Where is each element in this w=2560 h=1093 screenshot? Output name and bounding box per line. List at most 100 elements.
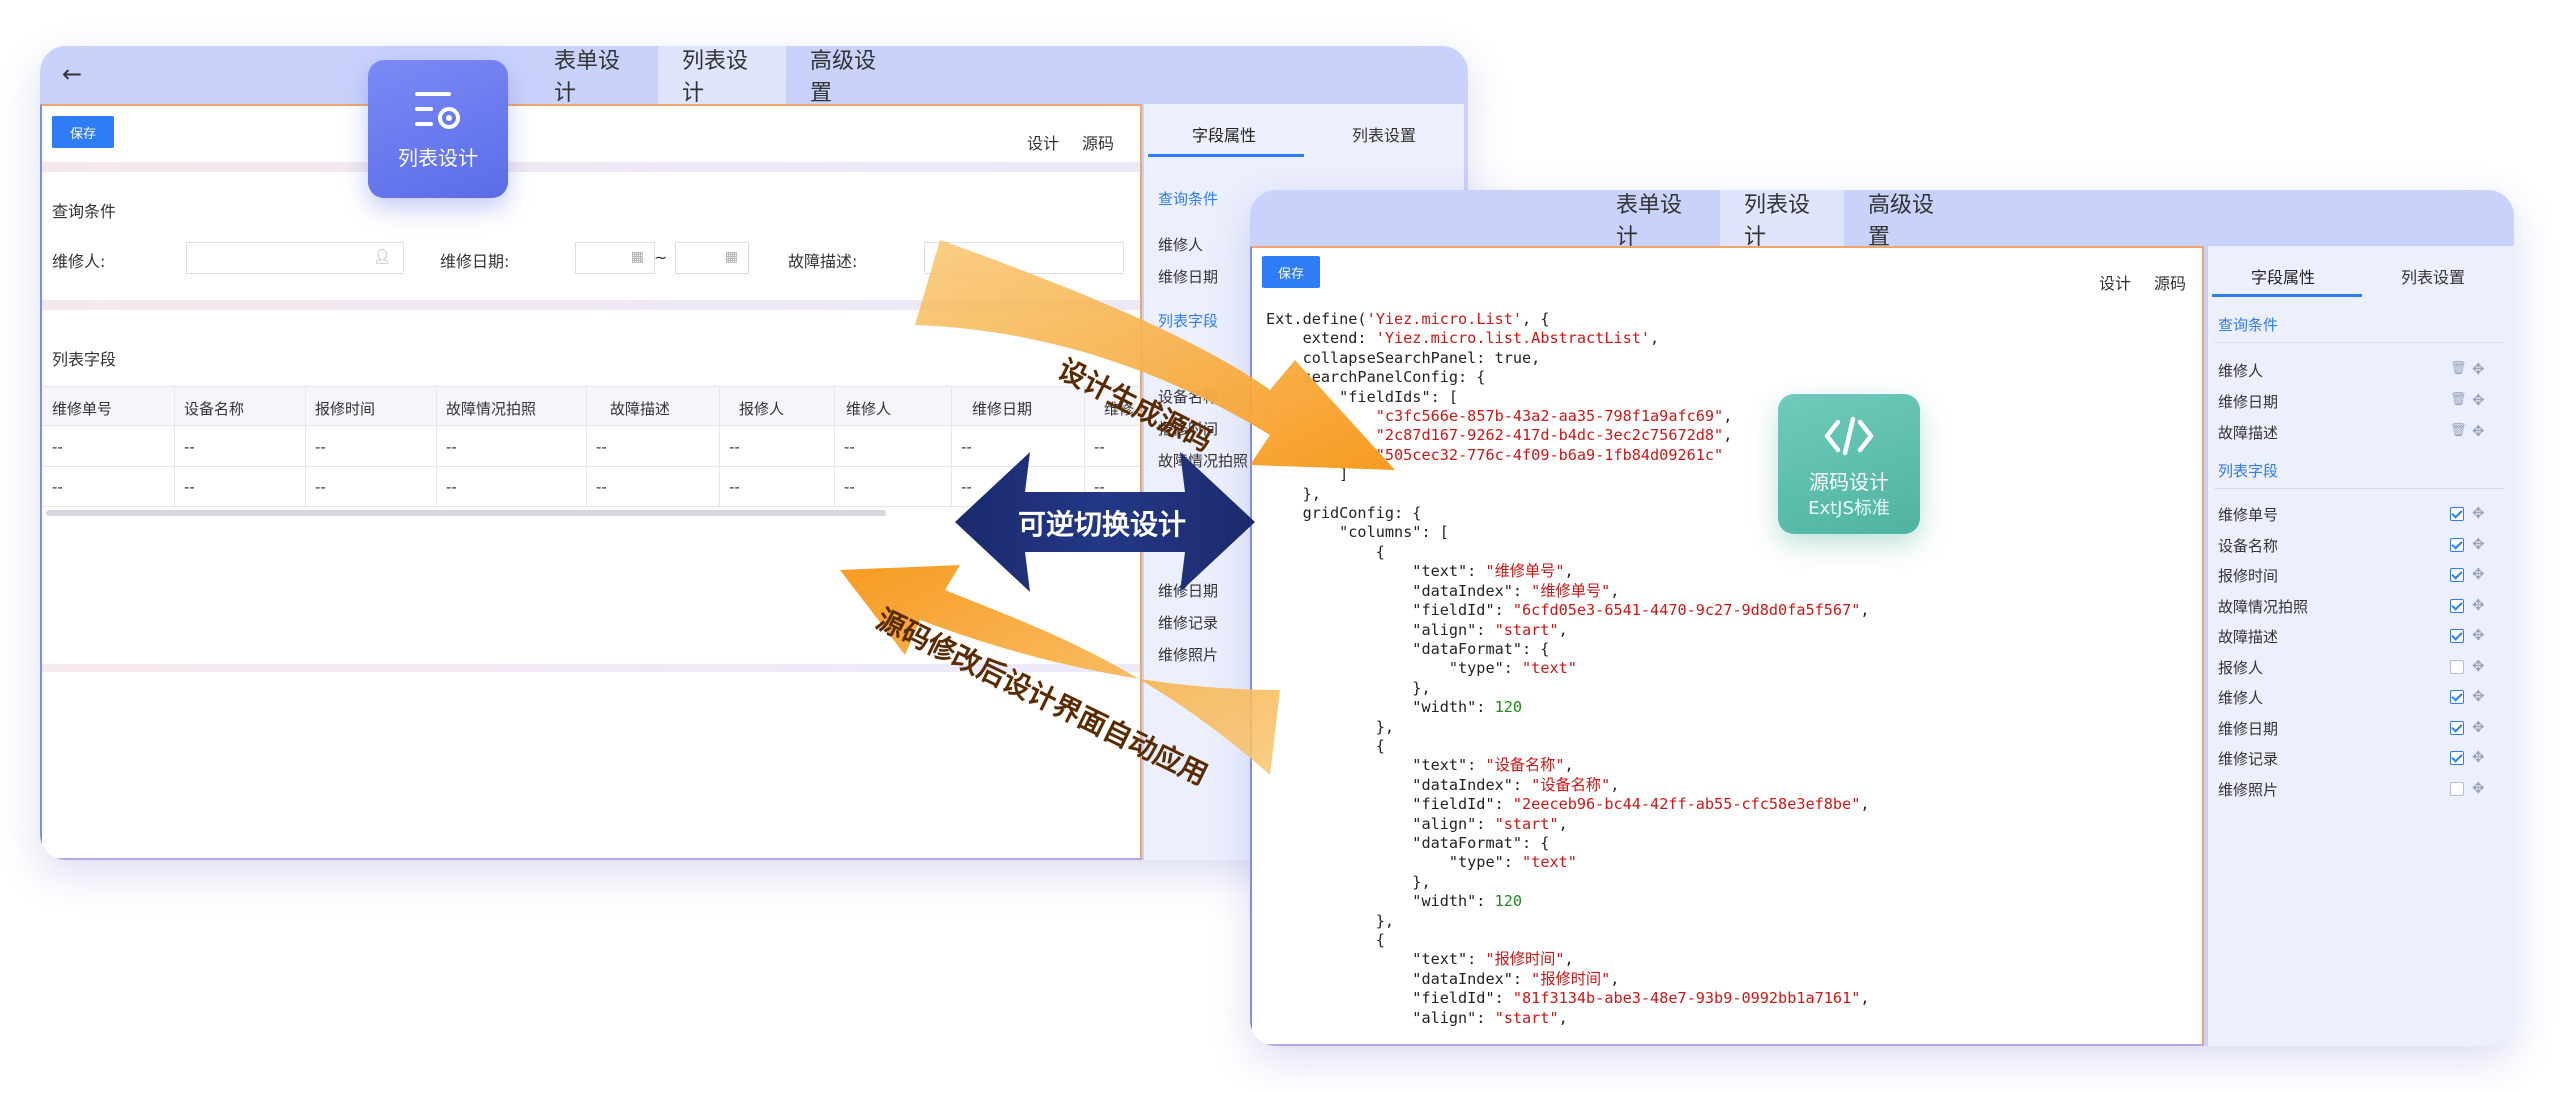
date-end-input[interactable]: ▦ — [675, 242, 749, 274]
tab-field-properties[interactable]: 字段属性 — [1191, 126, 1256, 145]
field-visible-checkbox[interactable] — [2450, 507, 2464, 521]
list-settings-icon — [415, 92, 460, 129]
sidebar-query-row[interactable]: 故障描述 🗑︎ ✥ — [2208, 422, 2508, 448]
sidebar-list-row[interactable]: 故障描述✥ — [2208, 626, 2508, 652]
sidebar-field-item: 故障描述 — [2218, 424, 2279, 442]
tab-form-design[interactable]: 表单设计 — [1616, 193, 1683, 250]
sidebar-list-row[interactable]: 维修人✥ — [2208, 687, 2508, 713]
column-divider — [436, 386, 437, 506]
column-header[interactable]: 故障描述 — [610, 400, 671, 418]
column-header[interactable]: 故障情况拍照 — [446, 400, 537, 418]
arrow-middle-label: 可逆切换设计 — [1018, 508, 1187, 541]
table-cell: -- — [596, 478, 607, 496]
field-visible-checkbox[interactable] — [2450, 568, 2464, 582]
design-mode-link[interactable]: 设计 — [2099, 274, 2132, 293]
drag-handle-icon[interactable]: ✥ — [2472, 565, 2485, 583]
sidebar-list-row[interactable]: 维修记录✥ — [2208, 748, 2508, 774]
sidebar-field-item: 维修日期 — [2218, 393, 2279, 411]
field-visible-checkbox[interactable] — [2450, 598, 2464, 613]
sidebar-list-row[interactable]: 维修照片✥ — [2208, 779, 2508, 805]
tab-field-properties[interactable]: 字段属性 — [2250, 268, 2315, 287]
field-visible-checkbox[interactable] — [2450, 629, 2464, 643]
sidebar-field-item[interactable]: 维修记录 — [1158, 614, 1219, 632]
tab-advanced-settings[interactable]: 高级设置 — [810, 49, 877, 106]
code-icon — [1824, 416, 1874, 456]
fault-desc-input[interactable] — [924, 242, 1124, 274]
sidebar-list-row[interactable]: 报修人 ✥ — [2208, 657, 2508, 683]
section-rule — [2214, 342, 2504, 343]
list-design-badge-label: 列表设计 — [398, 146, 478, 170]
trash-icon[interactable]: 🗑︎ — [2450, 392, 2467, 407]
sidebar-field-item: 故障情况拍照 — [2218, 597, 2309, 616]
section-divider — [42, 300, 1140, 310]
drag-handle-icon[interactable]: ✥ — [2472, 534, 2485, 553]
drag-handle-icon[interactable]: ✥ — [2472, 595, 2485, 614]
repair-date-label: 维修日期: — [440, 252, 510, 271]
drag-handle-icon[interactable]: ✥ — [2472, 391, 2485, 409]
column-header[interactable]: 维修人 — [846, 400, 892, 418]
sidebar-field-item[interactable]: 维修人 — [1158, 236, 1204, 254]
horizontal-scrollbar[interactable] — [46, 510, 886, 516]
column-divider — [305, 386, 306, 506]
column-header[interactable]: 报修人 — [739, 400, 785, 418]
sidebar-field-item[interactable]: 维修照片 — [1158, 646, 1219, 664]
design-mode-link[interactable]: 设计 — [1027, 134, 1060, 153]
sidebar-list-row[interactable]: 维修单号✥ — [2208, 504, 2508, 530]
table-cell: -- — [844, 478, 855, 496]
tab-advanced-settings[interactable]: 高级设置 — [1868, 193, 1935, 250]
column-header[interactable]: 维修日期 — [972, 400, 1033, 418]
drag-handle-icon[interactable]: ✥ — [2472, 504, 2485, 522]
repairer-input[interactable]: 👤︎ — [186, 242, 404, 274]
table-cell: -- — [52, 478, 63, 496]
drag-handle-icon[interactable]: ✥ — [2472, 687, 2485, 705]
tab-form-design[interactable]: 表单设计 — [554, 49, 621, 106]
sidebar-field-item: 维修人 — [2218, 362, 2264, 380]
field-visible-checkbox[interactable] — [2450, 781, 2464, 796]
sidebar-field-item[interactable]: 维修日期 — [1158, 268, 1219, 286]
row-divider — [42, 466, 1140, 467]
column-divider — [951, 386, 952, 506]
drag-handle-icon[interactable]: ✥ — [2472, 717, 2485, 736]
sidebar-field-item[interactable]: 维修日期 — [1158, 582, 1219, 600]
sidebar-list-row[interactable]: 报修时间✥ — [2208, 565, 2508, 591]
save-button[interactable]: 保存 — [1262, 256, 1320, 288]
column-header[interactable]: 报修时间 — [315, 400, 376, 418]
date-start-input[interactable]: ▦ — [575, 242, 655, 274]
table-cell: -- — [1094, 478, 1105, 496]
field-visible-checkbox[interactable] — [2450, 690, 2464, 704]
drag-handle-icon[interactable]: ✥ — [2472, 360, 2485, 378]
sidebar-query-row[interactable]: 维修日期 🗑︎ ✥ — [2208, 391, 2508, 417]
left-tab-bar: 表单设计 列表设计 高级设置 — [530, 46, 916, 106]
sidebar-query-title: 查询条件 — [1158, 190, 1219, 208]
row-divider — [42, 506, 1140, 507]
section-rule — [2214, 488, 2504, 489]
column-header[interactable]: 维修单号 — [52, 400, 113, 418]
drag-handle-icon[interactable]: ✥ — [2472, 626, 2485, 644]
column-divider — [719, 386, 720, 506]
drag-handle-icon[interactable]: ✥ — [2472, 748, 2485, 766]
save-button[interactable]: 保存 — [52, 116, 114, 148]
field-visible-checkbox[interactable] — [2450, 659, 2464, 674]
tab-list-settings[interactable]: 列表设置 — [2400, 268, 2465, 287]
sidebar-list-title: 列表字段 — [1158, 312, 1219, 330]
tab-list-design[interactable]: 列表设计 — [1720, 190, 1844, 250]
trash-icon[interactable]: 🗑︎ — [2450, 361, 2467, 376]
tab-list-design[interactable]: 列表设计 — [658, 46, 786, 106]
sidebar-list-row[interactable]: 设备名称✥ — [2208, 535, 2508, 561]
sidebar-query-row[interactable]: 维修人 🗑︎ ✥ — [2208, 360, 2508, 386]
sidebar-list-row[interactable]: 维修日期✥ — [2208, 718, 2508, 744]
back-icon[interactable]: ← — [62, 60, 83, 88]
drag-handle-icon[interactable]: ✥ — [2472, 778, 2485, 797]
sidebar-list-row[interactable]: 故障情况拍照 ✥ — [2208, 596, 2508, 622]
tab-list-settings[interactable]: 列表设置 — [1351, 126, 1416, 145]
field-visible-checkbox[interactable] — [2450, 751, 2464, 765]
sidebar-field-item: 报修人 — [2218, 658, 2264, 677]
source-mode-link[interactable]: 源码 — [1082, 134, 1115, 153]
drag-handle-icon[interactable]: ✥ — [2472, 656, 2485, 675]
column-header[interactable]: 设备名称 — [184, 400, 245, 418]
drag-handle-icon[interactable]: ✥ — [2472, 422, 2485, 440]
field-visible-checkbox[interactable] — [2450, 537, 2464, 552]
trash-icon[interactable]: 🗑︎ — [2450, 423, 2467, 438]
field-visible-checkbox[interactable] — [2450, 720, 2464, 735]
source-mode-link[interactable]: 源码 — [2154, 274, 2187, 293]
